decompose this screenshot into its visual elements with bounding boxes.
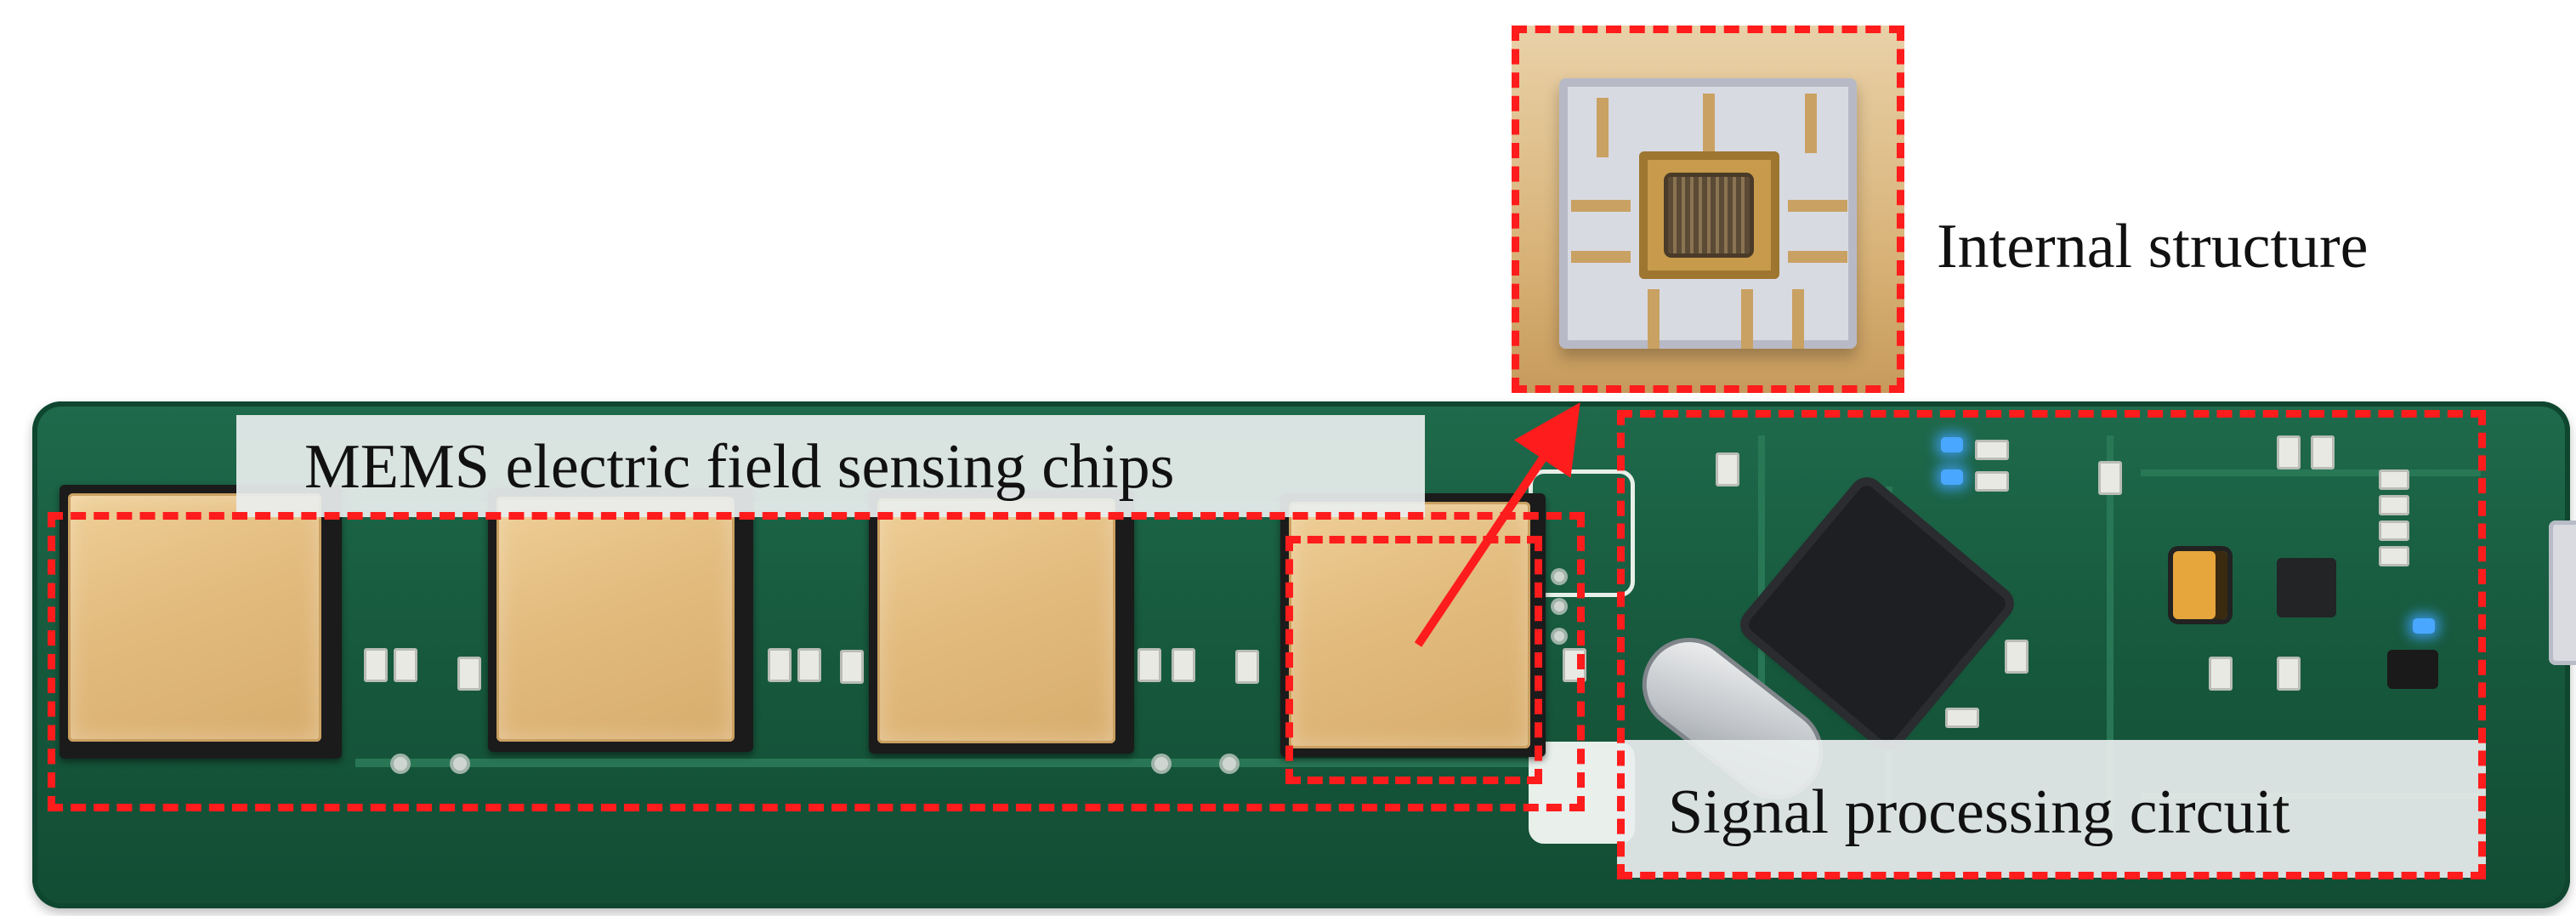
sensing-chips-label: MEMS electric field sensing chips xyxy=(304,432,1175,502)
package-lead xyxy=(1597,98,1609,157)
led-indicator xyxy=(1941,437,1963,452)
smd-component xyxy=(2311,435,2335,469)
via-hole xyxy=(1223,757,1236,771)
sensing-chips-callout-box xyxy=(48,512,1585,811)
via-hole xyxy=(1554,601,1564,612)
smd-component xyxy=(1235,650,1259,684)
smd-component xyxy=(840,650,864,684)
chip-internal-photo xyxy=(1512,26,1904,393)
internal-structure-label: Internal structure xyxy=(1937,212,2369,282)
smd-component xyxy=(2209,657,2233,691)
pcb-trace xyxy=(2141,469,2481,476)
smd-component xyxy=(2005,640,2028,674)
smd-component xyxy=(2277,657,2301,691)
package-lead xyxy=(1571,251,1631,263)
mems-chip-3 xyxy=(877,498,1115,743)
mems-die xyxy=(1668,177,1750,253)
smd-component xyxy=(768,648,792,682)
smd-component xyxy=(2277,435,2301,469)
package-lead xyxy=(1741,289,1753,349)
smd-component xyxy=(2379,546,2409,566)
smd-component xyxy=(457,657,481,691)
smd-component xyxy=(1975,471,2009,492)
via-hole xyxy=(1554,631,1564,641)
package-lead xyxy=(1703,94,1715,153)
smd-component xyxy=(1172,648,1195,682)
package-lead xyxy=(1788,200,1847,212)
smd-component xyxy=(1945,708,1979,728)
package-lead xyxy=(1792,289,1804,349)
signal-circuit-label: Signal processing circuit xyxy=(1668,777,2290,847)
internal-structure-callout-box xyxy=(1512,26,1904,393)
label-background xyxy=(1617,740,2486,878)
regulator-ic xyxy=(2277,558,2336,617)
mems-chip-2 xyxy=(496,497,735,742)
package-lead xyxy=(1788,251,1847,263)
smd-component xyxy=(1138,648,1161,682)
mems-chip-1 xyxy=(68,493,321,742)
via-hole xyxy=(394,757,407,771)
tantalum-capacitor xyxy=(2173,551,2227,619)
smd-component xyxy=(2379,469,2409,490)
package-lead xyxy=(1805,94,1817,153)
edge-connector xyxy=(2549,521,2576,665)
signal-circuit-callout-box xyxy=(1617,410,2486,879)
smd-component xyxy=(394,648,417,682)
diode xyxy=(2387,650,2438,689)
via-hole xyxy=(1554,572,1564,582)
via-hole xyxy=(453,757,467,771)
smd-component xyxy=(2379,521,2409,541)
package-lead xyxy=(1571,200,1631,212)
smd-component xyxy=(1975,440,2009,460)
smd-component xyxy=(364,648,388,682)
led-indicator xyxy=(2413,618,2435,634)
chip-highlight-box xyxy=(1285,536,1542,784)
package-lead xyxy=(1648,289,1660,349)
smd-component xyxy=(1716,452,1739,486)
smd-component xyxy=(2379,495,2409,515)
smd-component xyxy=(2098,461,2122,495)
pcb-trace xyxy=(355,759,1529,767)
label-background xyxy=(236,415,1425,517)
led-indicator xyxy=(1941,469,1963,485)
smd-component xyxy=(797,648,821,682)
pcb-trace xyxy=(2107,435,2114,835)
via-hole xyxy=(1155,757,1168,771)
